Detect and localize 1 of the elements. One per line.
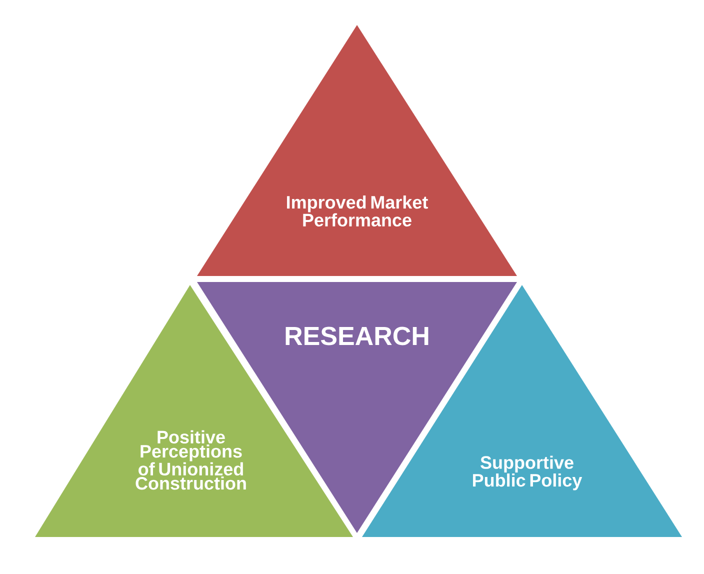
- triangle: Improved Market Performance: [197, 25, 517, 276]
